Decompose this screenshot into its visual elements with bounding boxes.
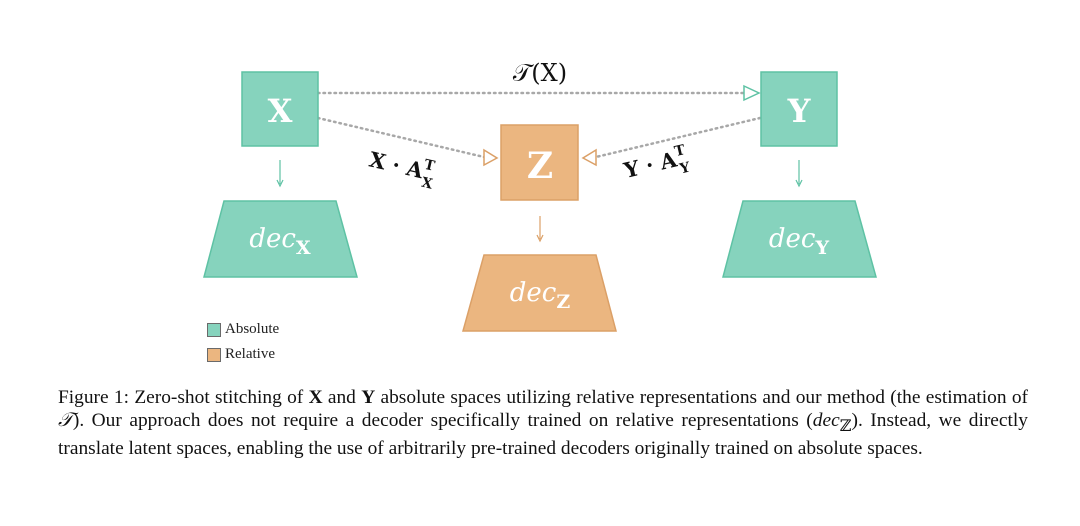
node-y-label: Y (787, 92, 812, 130)
legend-relative: Relative (207, 346, 275, 363)
figure-diagram: 𝒯(X) X Y Z X · ATX Y · ATY (203, 59, 877, 332)
caption-bold-y: Y (361, 387, 376, 408)
decoder-y-label: decY (769, 224, 830, 259)
arrowhead-icon (483, 148, 499, 167)
caption-prefix: Figure 1: (58, 387, 130, 408)
caption-sub-z: ℤ (839, 417, 852, 435)
legend-swatch-relative (207, 347, 221, 362)
arrow-z-to-decoder (536, 216, 544, 243)
decoder-x-label: decX (249, 224, 311, 259)
decoder-y: decY (722, 200, 877, 278)
caption-text: ). Our approach does not require a decod… (72, 409, 813, 431)
legend-swatch-absolute (207, 322, 221, 337)
decoder-x: decX (203, 200, 358, 278)
caption-text: absolute spaces utilizing relative repre… (375, 387, 1029, 408)
top-transform-label: 𝒯(X) (513, 59, 567, 87)
caption-text: Zero-shot stitching of (129, 387, 309, 408)
node-z-label: Z (527, 145, 553, 187)
caption-italic-dec: dec (812, 409, 840, 431)
arrow-x-to-decoder (276, 160, 284, 188)
caption-bold-x: X (308, 387, 323, 408)
arrowhead-icon (743, 84, 761, 102)
legend-absolute: Absolute (207, 321, 279, 338)
node-x: X (241, 71, 319, 147)
edge-y-to-z (581, 116, 762, 167)
caption-italic-t: 𝒯 (58, 409, 73, 431)
node-z: Z (500, 124, 579, 201)
figure: 𝒯(X) X Y Z X · ATX Y · ATY (203, 59, 877, 363)
caption-text: ). Instead, we directly translate latent… (58, 409, 1028, 459)
edge-label-left: X · ATX (365, 145, 438, 193)
node-y: Y (760, 71, 838, 147)
legend-label-relative: Relative (225, 346, 275, 362)
legend-label-absolute: Absolute (225, 321, 280, 337)
arrowhead-icon (581, 148, 597, 167)
edge-x-to-y (316, 84, 761, 102)
node-x-label: X (268, 92, 293, 130)
edge-x-to-z (316, 116, 499, 167)
decoder-z: decZ (462, 254, 617, 332)
figure-caption: Figure 1: Zero-shot stitching of X and Y… (58, 387, 1028, 460)
arrow-y-to-decoder (795, 160, 803, 188)
decoder-z-label: decZ (510, 278, 571, 313)
caption-text: and (322, 387, 362, 408)
